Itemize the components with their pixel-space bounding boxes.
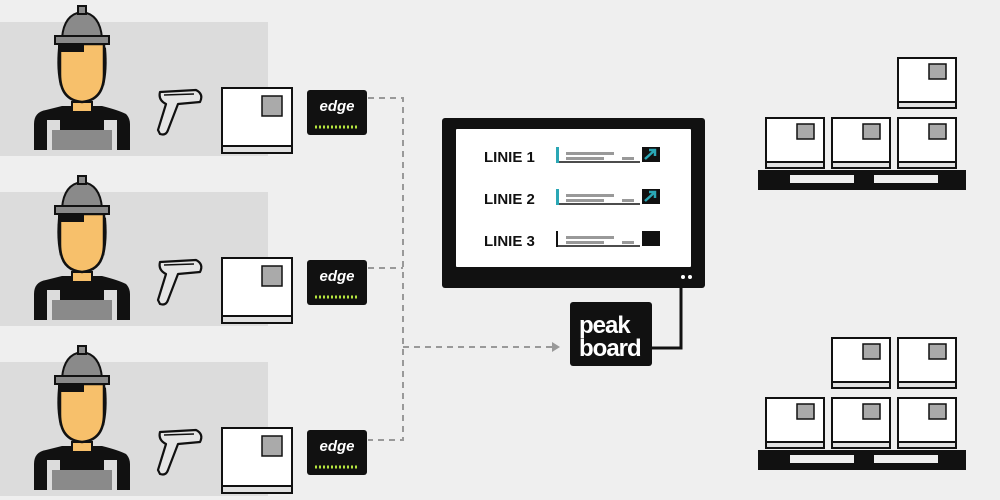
line-row-2: LINIE 2 [484,187,662,208]
pallet-icon [758,450,966,470]
package-icon [831,397,891,449]
edge-device-icon [307,260,367,305]
pallet-bottom [758,337,966,470]
package-icon [221,427,293,494]
package-icon [831,337,891,389]
line-row-3: LINIE 3 [484,231,660,250]
package-icon [897,397,957,449]
monitor-screen [454,127,693,269]
package-icon [221,87,293,154]
package-icon [765,397,825,449]
line-label: LINIE 3 [484,233,535,250]
edge-device-icon [307,430,367,475]
edge-device-3: edge [307,430,367,475]
connector-lines [368,97,552,441]
trend-up-icon [640,145,662,164]
edge-device-icon [307,90,367,135]
edge-device-2: edge [307,260,367,305]
line-label: LINIE 1 [484,149,535,166]
package-icon [897,57,957,109]
package-icon [765,117,825,169]
line-row-1: LINIE 1 [484,145,662,166]
edge-device-1: edge [307,90,367,135]
pallet-top [758,57,966,190]
peakboard-logo-line1: peak [579,312,631,339]
arrowhead-icon [552,342,560,352]
package-icon [831,117,891,169]
package-icon [221,257,293,324]
peakboard-box-icon: peak board [570,302,652,366]
pallet-icon [758,170,966,190]
peakboard-logo-line2: board [579,335,641,362]
edge-label: edge [319,438,354,455]
trend-up-icon [640,187,662,206]
edge-label: edge [319,268,354,285]
package-icon [897,337,957,389]
stop-icon [642,231,660,246]
line-label: LINIE 2 [484,191,535,208]
package-icon [897,117,957,169]
edge-label: edge [319,98,354,115]
